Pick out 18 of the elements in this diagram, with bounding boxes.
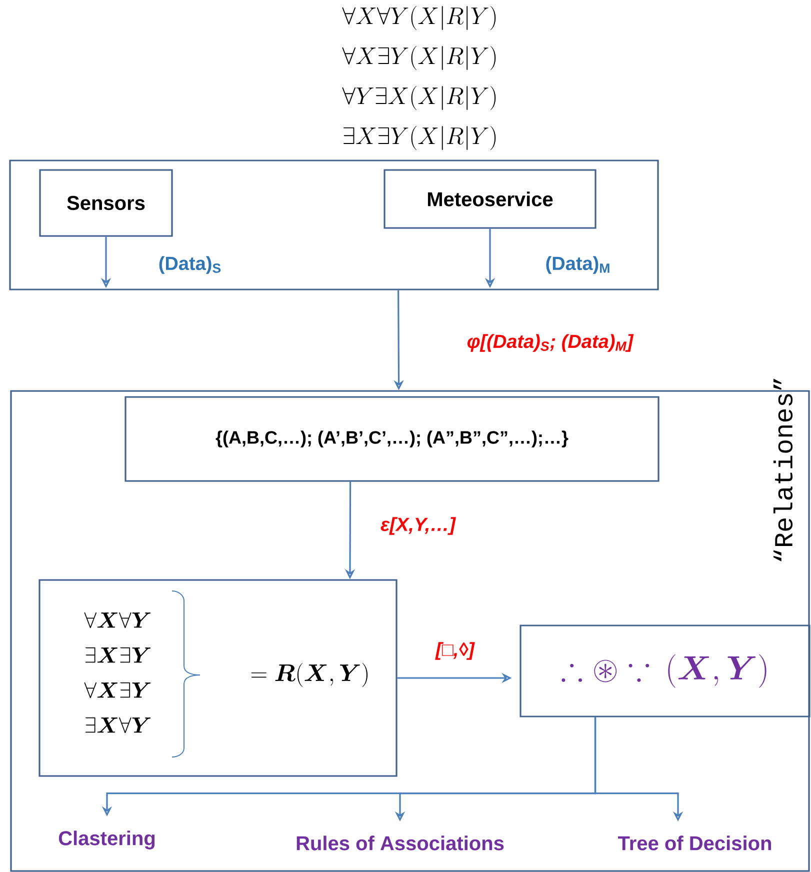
edge-label: ε[X,Y,…] <box>380 516 456 536</box>
result-box: $\therefore\circledast\because\,(\boldsymbol{X},\boldsymbol{Y})$ <box>520 624 810 718</box>
edge-label: [□,◊] <box>434 641 476 661</box>
edge-label: φ[(Data)$_{S}$; (Data)$_{M}$] <box>466 333 634 353</box>
edge-label: (Data)$_{S}$ <box>157 255 223 275</box>
formula: $\forall X\exists Y(X|R|Y)$ <box>342 46 496 70</box>
source-box: Meteoservice <box>384 169 596 229</box>
formula-box: $\forall\boldsymbol{X}\forall\boldsymbol{Y}$ $\exists\boldsymbol{X}\exists\boldsymbol{Y}$ $\forall\boldsymbol{X}\exists\boldsymbol{Y}$ $\exists\boldsymbol{X}\forall\boldsymbol{Y}$ $=\boldsymbol{R}(\boldsymbol{X},\boldsymbol{Y})$ <box>38 579 398 777</box>
formula: $\forall Y\exists X(X|R|Y)$ <box>342 86 496 110</box>
set-box: {(A,B,C,…); (A’,B’,C’,…); (A”,B”,C”,…);…} <box>124 396 660 482</box>
method-label: Rules of Associations <box>296 836 504 850</box>
source-box: Sensors <box>39 169 173 237</box>
method-label: Tree of Decision <box>618 836 771 850</box>
formula: $\exists X\exists Y(X|R|Y)$ <box>344 126 496 150</box>
edge-label: (Data)$_{M}$ <box>544 255 612 275</box>
formula: $\forall X\forall Y(X|R|Y)$ <box>342 6 496 30</box>
method-label: Clastering <box>58 830 155 850</box>
group-box <box>9 160 659 290</box>
